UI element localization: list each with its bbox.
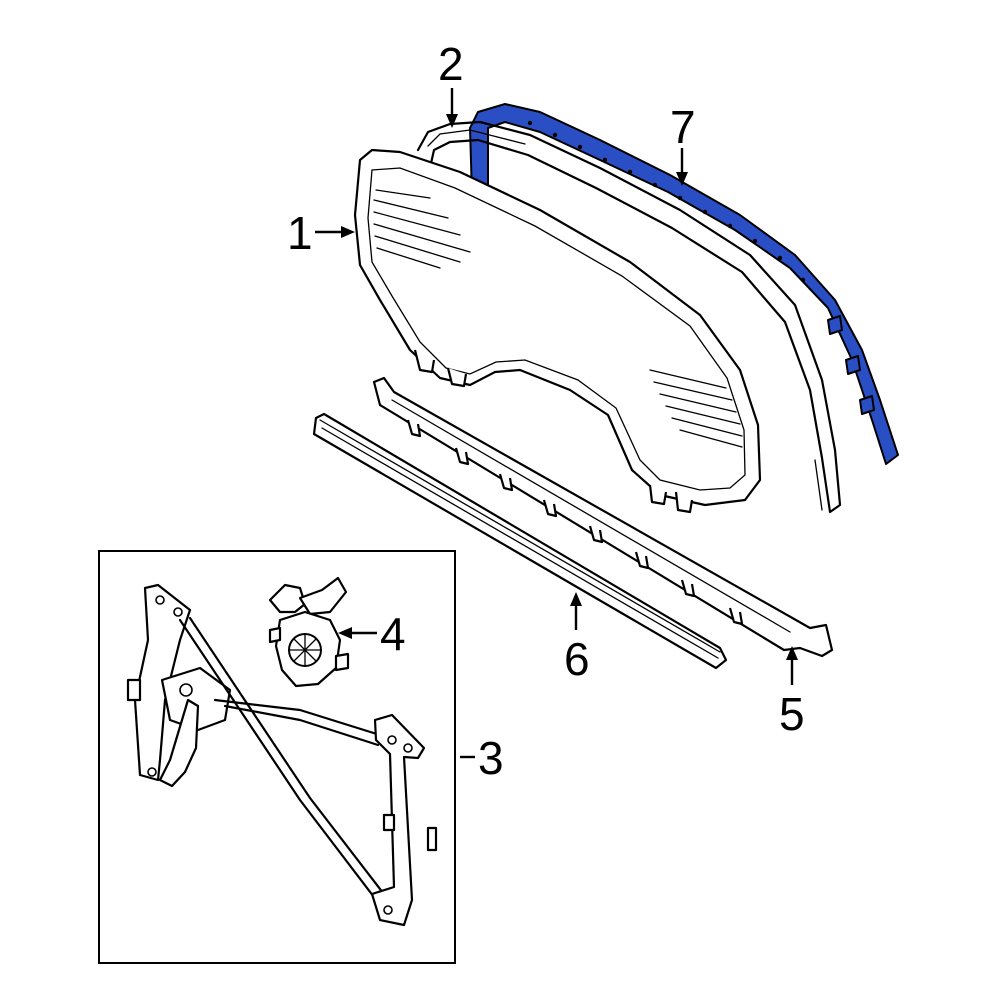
part-1-door-glass[interactable]: [353, 148, 762, 514]
callout-5: 5: [779, 688, 805, 740]
part-6-outer-belt-weatherstrip[interactable]: [312, 412, 728, 670]
callout-3: 3: [478, 732, 504, 784]
callout-4: 4: [380, 608, 406, 660]
leader-lines: [315, 88, 798, 759]
part-4-regulator-motor[interactable]: [268, 576, 350, 688]
part-5-inner-belt-weatherstrip[interactable]: [372, 376, 834, 658]
callout-7: 7: [670, 101, 696, 153]
part-3-window-regulator[interactable]: [126, 583, 438, 927]
callout-labels: 1 2 3 4 5 6 7: [287, 38, 805, 784]
callout-6: 6: [564, 633, 590, 685]
callout-2: 2: [438, 38, 464, 90]
callout-1: 1: [287, 207, 313, 259]
regulator-inset-frame: [98, 550, 456, 964]
part-2-window-frame[interactable]: [416, 120, 842, 514]
part-7-glass-run-channel[interactable]: [469, 103, 899, 465]
